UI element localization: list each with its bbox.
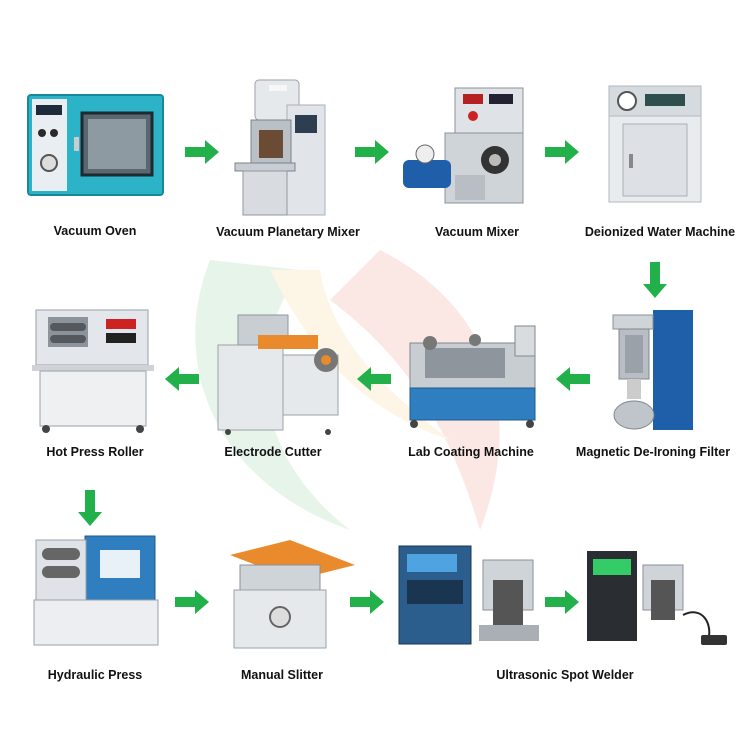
- arrow-right-icon: [545, 590, 579, 614]
- hydraulic-press-icon: [33, 535, 159, 646]
- hot-press-roller-icon: [32, 309, 154, 433]
- vacuum-oven-icon: [27, 94, 164, 196]
- label-ultrasonic-spot-welder: Ultrasonic Spot Welder: [496, 668, 634, 682]
- manual-slitter-icon: [230, 540, 355, 649]
- arrow-left-icon: [165, 367, 199, 391]
- label-vacuum-mixer: Vacuum Mixer: [434, 225, 520, 239]
- arrow-left-icon: [556, 367, 590, 391]
- label-hydraulic-press: Hydraulic Press: [47, 668, 143, 682]
- vacuum-mixer-icon: [403, 87, 524, 204]
- arrow-right-icon: [545, 140, 579, 164]
- spot-welder-icon: [398, 545, 539, 645]
- label-electrode-cutter: Electrode Cutter: [224, 445, 322, 459]
- label-manual-slitter: Manual Slitter: [241, 668, 323, 682]
- watermark-logo-icon: [195, 250, 500, 530]
- spot-welder-2-icon: [587, 551, 727, 645]
- label-lab-coating-machine: Lab Coating Machine: [408, 445, 534, 459]
- label-deionized-water-machine: Deionized Water Machine: [584, 225, 736, 239]
- label-vacuum-planetary-mixer: Vacuum Planetary Mixer: [216, 225, 360, 239]
- coating-machine-icon: [409, 325, 536, 428]
- arrow-right-icon: [175, 590, 209, 614]
- arrow-down-icon: [643, 262, 667, 298]
- planetary-mixer-icon: [234, 79, 326, 216]
- arrow-right-icon: [350, 590, 384, 614]
- label-vacuum-oven: Vacuum Oven: [53, 224, 137, 238]
- label-magnetic-de-ironing-filter: Magnetic De-Ironing Filter: [575, 445, 731, 459]
- arrow-left-icon: [357, 367, 391, 391]
- water-machine-icon: [608, 85, 702, 203]
- arrow-down-icon: [78, 490, 102, 526]
- label-hot-press-roller: Hot Press Roller: [46, 445, 144, 459]
- arrow-right-icon: [185, 140, 219, 164]
- electrode-cutter-icon: [217, 314, 339, 435]
- arrow-right-icon: [355, 140, 389, 164]
- magnetic-filter-icon: [612, 310, 693, 430]
